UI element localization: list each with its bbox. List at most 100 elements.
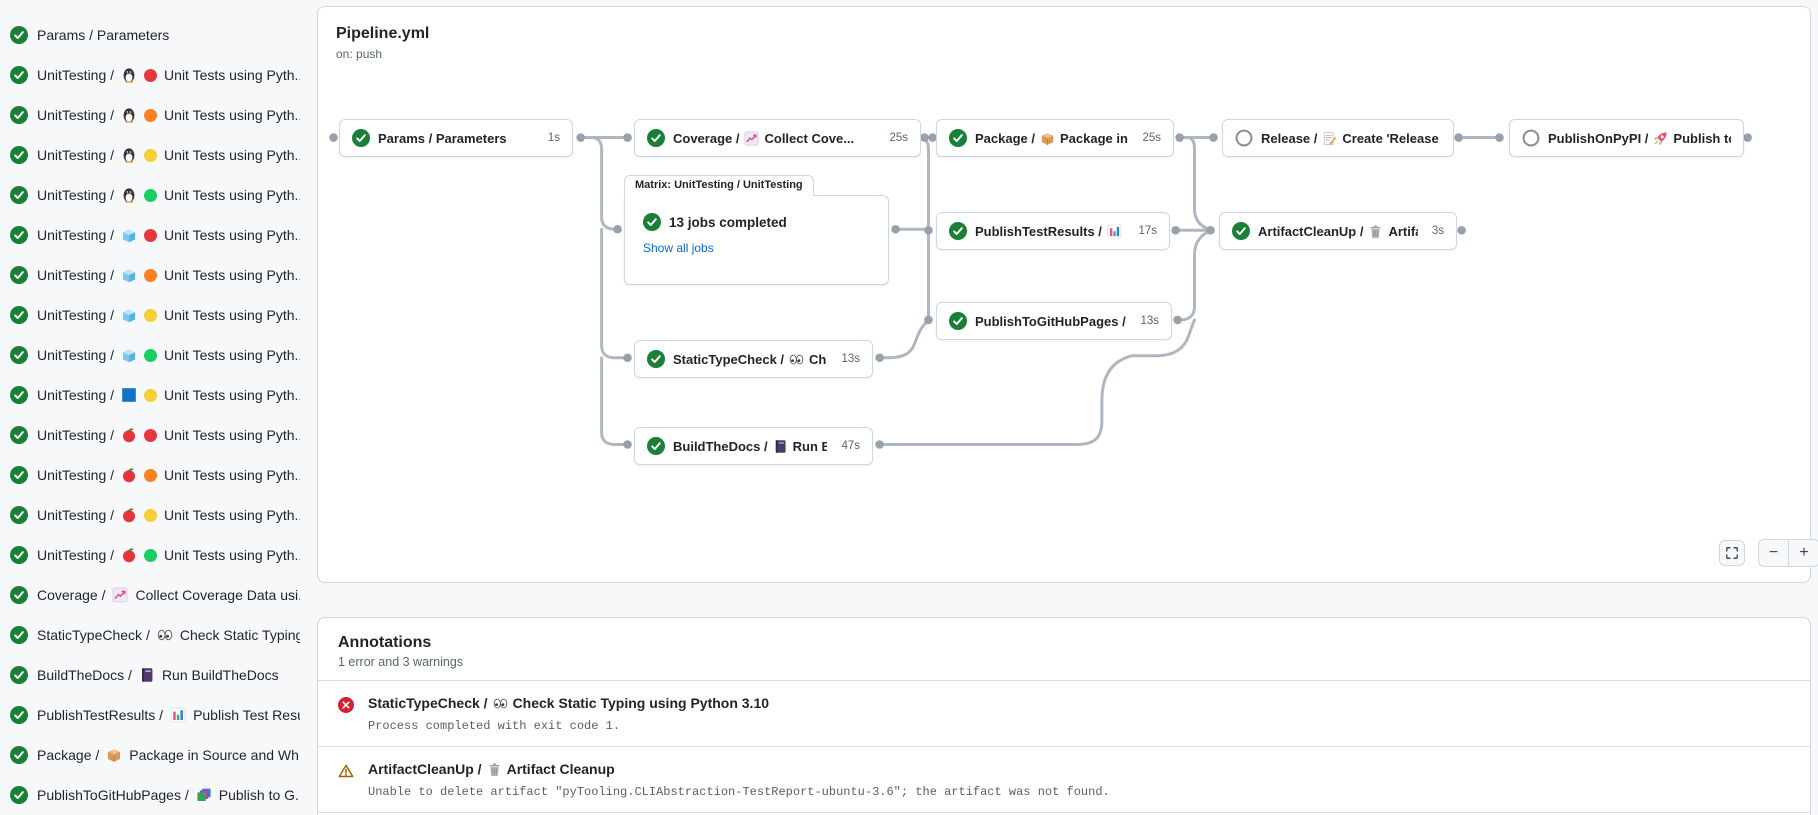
node-job-text: BuildTheDocs /: [673, 438, 768, 454]
sidebar-job-item[interactable]: UnitTesting / Unit Tests using Pyth...: [0, 255, 300, 295]
python-version-dot: [144, 148, 158, 162]
job-name-text: UnitTesting /: [37, 267, 115, 283]
graph-edges: [329, 133, 1752, 449]
check-circle-icon: [949, 129, 967, 147]
check-circle-icon: [10, 186, 28, 204]
sidebar-job-item[interactable]: UnitTesting / Unit Tests using Pyth...: [0, 55, 300, 95]
skip-circle-icon: [1235, 129, 1253, 147]
node-duration: 13s: [1140, 315, 1159, 327]
graph-job-node[interactable]: PublishTestResults / Pu... 17s: [936, 212, 1170, 250]
graph-job-node[interactable]: Params / Parameters 1s: [339, 119, 573, 157]
check-circle-icon: [10, 66, 28, 84]
x-circle-icon: [338, 697, 354, 713]
node-job-text: StaticTypeCheck /: [673, 351, 785, 367]
sidebar-job-item[interactable]: UnitTesting / Unit Tests using Pyth...: [0, 135, 300, 175]
jobs-sidebar: Params / Parameters UnitTesting / Unit T…: [0, 15, 300, 815]
check-circle-icon: [10, 146, 28, 164]
sidebar-job-label: UnitTesting / Unit Tests using Pyth...: [37, 507, 300, 523]
job-name-text: UnitTesting /: [37, 387, 115, 403]
sidebar-job-item[interactable]: UnitTesting / Unit Tests using Pyth...: [0, 175, 300, 215]
sidebar-job-item[interactable]: UnitTesting / Unit Tests using Pyth...: [0, 495, 300, 535]
ice-cube-icon: [121, 307, 137, 323]
check-circle-icon: [949, 312, 967, 330]
graph-job-node[interactable]: PublishOnPyPI / Publish to ...: [1509, 119, 1744, 157]
workflow-trigger: on: push: [336, 47, 383, 61]
sidebar-job-item[interactable]: UnitTesting / Unit Tests using Pyth...: [0, 295, 300, 335]
node-duration: 25s: [1142, 132, 1161, 144]
sidebar-job-label: UnitTesting / Unit Tests using Pyth...: [37, 107, 300, 123]
sidebar-job-item[interactable]: UnitTesting / Unit Tests using Pyth...: [0, 95, 300, 135]
check-circle-icon: [10, 106, 28, 124]
annotation-title[interactable]: ArtifactCleanUp / Artifact Cleanup: [368, 761, 615, 777]
step-name-text: Run BuildTheDocs: [161, 667, 279, 683]
package-box-icon: [1040, 131, 1055, 146]
check-circle-icon: [643, 213, 661, 231]
step-name-text: Package in Source and Wh...: [129, 747, 300, 763]
sidebar-job-item[interactable]: StaticTypeCheck / Check Static Typing...: [0, 615, 300, 655]
penguin-icon: [121, 107, 137, 123]
node-step-text: Chec...: [809, 351, 827, 367]
node-job-text: Release /: [1261, 130, 1318, 146]
step-name-text: Unit Tests using Pyth...: [164, 307, 300, 323]
penguin-icon: [121, 147, 137, 163]
show-all-jobs-link[interactable]: Show all jobs: [643, 241, 714, 255]
python-version-dot: [144, 228, 158, 242]
check-circle-icon: [1232, 222, 1250, 240]
matrix-group-box: 13 jobs completed Show all jobs: [624, 195, 889, 285]
job-name-text: UnitTesting /: [37, 147, 115, 163]
sidebar-job-item[interactable]: UnitTesting / Unit Tests using Pyth...: [0, 335, 300, 375]
graph-job-node[interactable]: Coverage / Collect Cove... 25s: [634, 119, 921, 157]
zoom-in-button[interactable]: +: [1789, 540, 1818, 566]
sidebar-job-item[interactable]: PublishToGitHubPages / Publish to G...: [0, 775, 300, 815]
node-job-text: Package /: [975, 130, 1035, 146]
node-job-text: PublishToGitHubPages /: [975, 313, 1126, 329]
graph-job-node[interactable]: PublishToGitHubPages / ... 13s: [936, 302, 1172, 340]
sidebar-job-label: UnitTesting / Unit Tests using Pyth...: [37, 467, 300, 483]
annotation-item: StaticTypeCheck / Check Static Typing us…: [318, 681, 1810, 747]
python-version-dot: [144, 108, 158, 122]
graph-job-node[interactable]: StaticTypeCheck / Chec... 13s: [634, 340, 873, 378]
job-name-text: UnitTesting /: [37, 507, 115, 523]
graph-job-node[interactable]: ArtifactCleanUp / Artifac... 3s: [1219, 212, 1457, 250]
python-version-dot: [144, 348, 158, 362]
fullscreen-button[interactable]: [1719, 540, 1745, 566]
apple-icon: [121, 507, 137, 523]
step-name-text: Check Static Typing...: [179, 627, 300, 643]
sidebar-job-item[interactable]: Params / Parameters: [0, 15, 300, 55]
python-version-dot: [144, 548, 158, 562]
apple-icon: [121, 547, 137, 563]
sidebar-job-item[interactable]: UnitTesting / Unit Tests using Pyth...: [0, 535, 300, 575]
zoom-out-button[interactable]: −: [1759, 540, 1789, 566]
sidebar-job-label: Package / Package in Source and Wh...: [37, 747, 300, 763]
trash-icon: [1368, 224, 1383, 239]
sidebar-job-item[interactable]: Package / Package in Source and Wh...: [0, 735, 300, 775]
sidebar-job-label: StaticTypeCheck / Check Static Typing...: [37, 627, 300, 643]
windows-icon: [121, 387, 137, 403]
annotation-title[interactable]: StaticTypeCheck / Check Static Typing us…: [368, 695, 769, 711]
annotations-summary: 1 error and 3 warnings: [338, 655, 464, 669]
sidebar-job-label: PublishToGitHubPages / Publish to G...: [37, 787, 300, 803]
node-label: StaticTypeCheck / Chec...: [673, 352, 827, 367]
sidebar-job-item[interactable]: UnitTesting / Unit Tests using Pyth...: [0, 415, 300, 455]
sidebar-job-item[interactable]: UnitTesting / Unit Tests using Pyth...: [0, 215, 300, 255]
job-name-text: UnitTesting /: [37, 67, 115, 83]
graph-controls: − +: [1719, 539, 1818, 567]
sidebar-job-item[interactable]: Coverage / Collect Coverage Data usi...: [0, 575, 300, 615]
graph-job-node[interactable]: BuildTheDocs / Run Buil... 47s: [634, 427, 873, 465]
sidebar-job-item[interactable]: UnitTesting / Unit Tests using Pyth...: [0, 455, 300, 495]
check-circle-icon: [10, 426, 28, 444]
memo-icon: [1322, 131, 1337, 146]
sidebar-job-label: UnitTesting / Unit Tests using Pyth...: [37, 387, 300, 403]
job-name-text: UnitTesting /: [37, 547, 115, 563]
graph-job-node[interactable]: Release / Create 'Release P...: [1222, 119, 1454, 157]
node-duration: 3s: [1431, 225, 1444, 237]
sidebar-job-item[interactable]: BuildTheDocs / Run BuildTheDocs: [0, 655, 300, 695]
sidebar-job-item[interactable]: UnitTesting / Unit Tests using Pyth...: [0, 375, 300, 415]
graph-job-node[interactable]: Package / Package in So... 25s: [936, 119, 1174, 157]
annotations-header: Annotations 1 error and 3 warnings: [318, 618, 1810, 681]
warn-triangle-icon: [338, 763, 354, 779]
sidebar-job-label: UnitTesting / Unit Tests using Pyth...: [37, 267, 300, 283]
sidebar-job-item[interactable]: PublishTestResults / Publish Test Resu..…: [0, 695, 300, 735]
check-circle-icon: [10, 226, 28, 244]
node-job-text: PublishOnPyPI /: [1548, 130, 1649, 146]
